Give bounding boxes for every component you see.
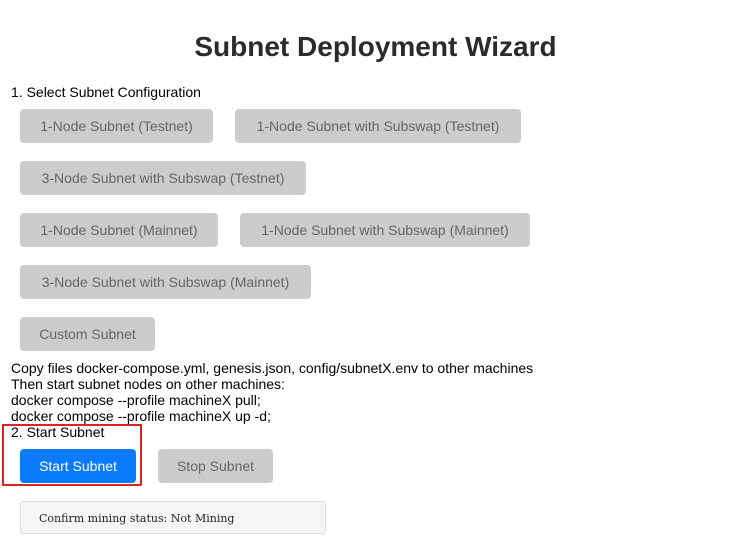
- option-1node-subswap-mainnet-button[interactable]: 1-Node Subnet with Subswap (Mainnet): [240, 213, 530, 247]
- option-1node-mainnet-button[interactable]: 1-Node Subnet (Mainnet): [20, 213, 218, 247]
- mining-status-box: Confirm mining status: Not Mining: [20, 501, 326, 534]
- stop-subnet-button[interactable]: Stop Subnet: [158, 449, 273, 483]
- highlight-box: [2, 424, 142, 486]
- option-1node-testnet-button[interactable]: 1-Node Subnet (Testnet): [20, 109, 213, 143]
- option-custom-subnet-button[interactable]: Custom Subnet: [20, 317, 155, 351]
- instruction-line: docker compose --profile machineX pull;: [11, 392, 261, 408]
- step1-label: 1. Select Subnet Configuration: [11, 84, 201, 100]
- option-3node-subswap-testnet-button[interactable]: 3-Node Subnet with Subswap (Testnet): [20, 161, 306, 195]
- option-3node-subswap-mainnet-button[interactable]: 3-Node Subnet with Subswap (Mainnet): [20, 265, 311, 299]
- instruction-line: Then start subnet nodes on other machine…: [11, 376, 285, 392]
- deployment-instructions: Copy files docker-compose.yml, genesis.j…: [11, 360, 533, 424]
- page-title: Subnet Deployment Wizard: [194, 31, 557, 62]
- instruction-line: docker compose --profile machineX up -d;: [11, 408, 271, 424]
- option-1node-subswap-testnet-button[interactable]: 1-Node Subnet with Subswap (Testnet): [235, 109, 521, 143]
- step2-label: 2. Start Subnet: [11, 424, 105, 440]
- instruction-line: Copy files docker-compose.yml, genesis.j…: [11, 360, 534, 376]
- start-subnet-button[interactable]: Start Subnet: [20, 449, 136, 483]
